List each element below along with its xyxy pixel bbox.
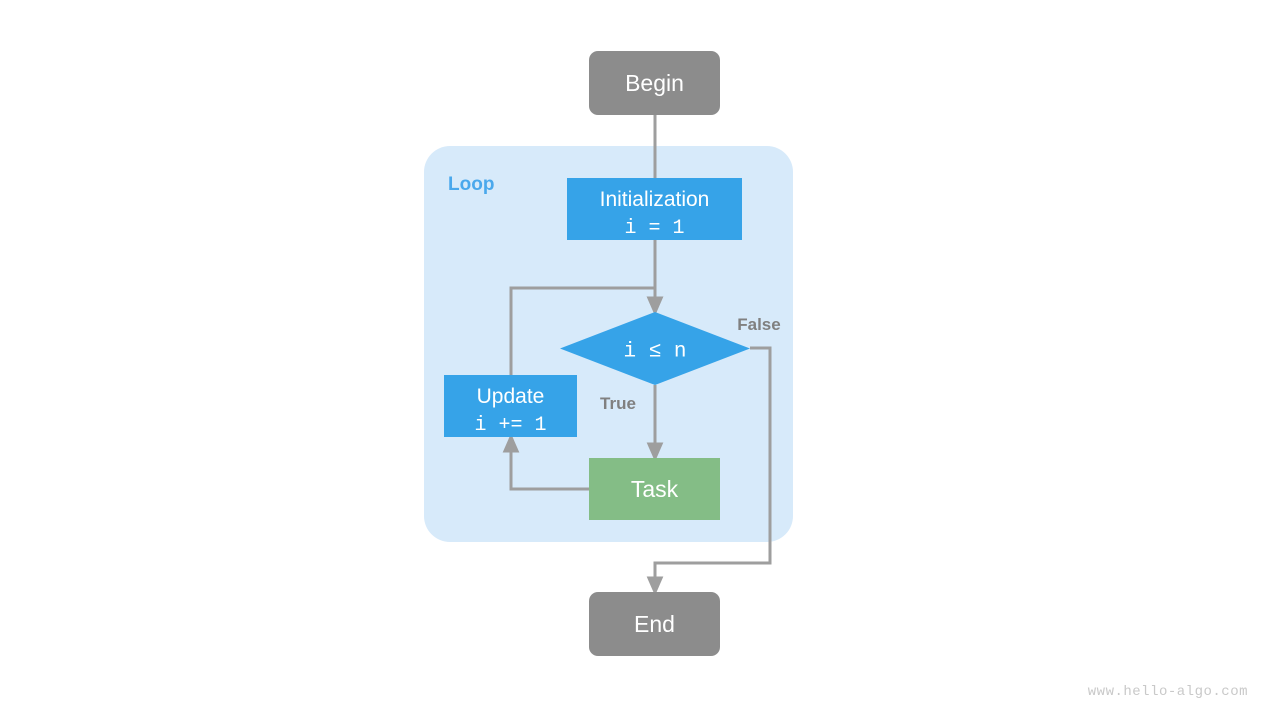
loop-group-label: Loop [448, 174, 494, 195]
node-task[interactable]: Task [589, 458, 720, 520]
node-sublabel-initialization: i = 1 [624, 217, 684, 240]
node-end[interactable]: End [589, 592, 720, 656]
node-label-task: Task [631, 476, 679, 502]
edges-layer [502, 115, 772, 596]
edge-update-to-condition [509, 286, 664, 375]
node-sublabel-update: i += 1 [474, 414, 546, 437]
node-shape-initialization [567, 178, 742, 240]
node-shape-condition [560, 312, 750, 385]
node-begin[interactable]: Begin [589, 51, 720, 115]
node-shape-end [589, 592, 720, 656]
node-shape-begin [589, 51, 720, 115]
label-true: True [600, 394, 636, 413]
node-initialization[interactable]: Initialization i = 1 [567, 178, 742, 240]
node-shape-update [444, 375, 577, 437]
node-condition[interactable]: i ≤ n [560, 312, 750, 385]
label-false: False [737, 315, 780, 334]
node-label-update: Update [477, 385, 545, 408]
node-update[interactable]: Update i += 1 [444, 375, 577, 437]
node-label-initialization: Initialization [600, 188, 710, 211]
edge-condition-false-to-end [646, 346, 772, 596]
edge-labels-layer: True False [600, 315, 781, 413]
node-label-begin: Begin [625, 70, 684, 96]
edge-task-to-update [502, 433, 589, 491]
node-label-condition: i ≤ n [623, 341, 686, 364]
node-label-end: End [634, 611, 675, 637]
node-shape-task [589, 458, 720, 520]
watermark: www.hello-algo.com [1087, 684, 1248, 700]
